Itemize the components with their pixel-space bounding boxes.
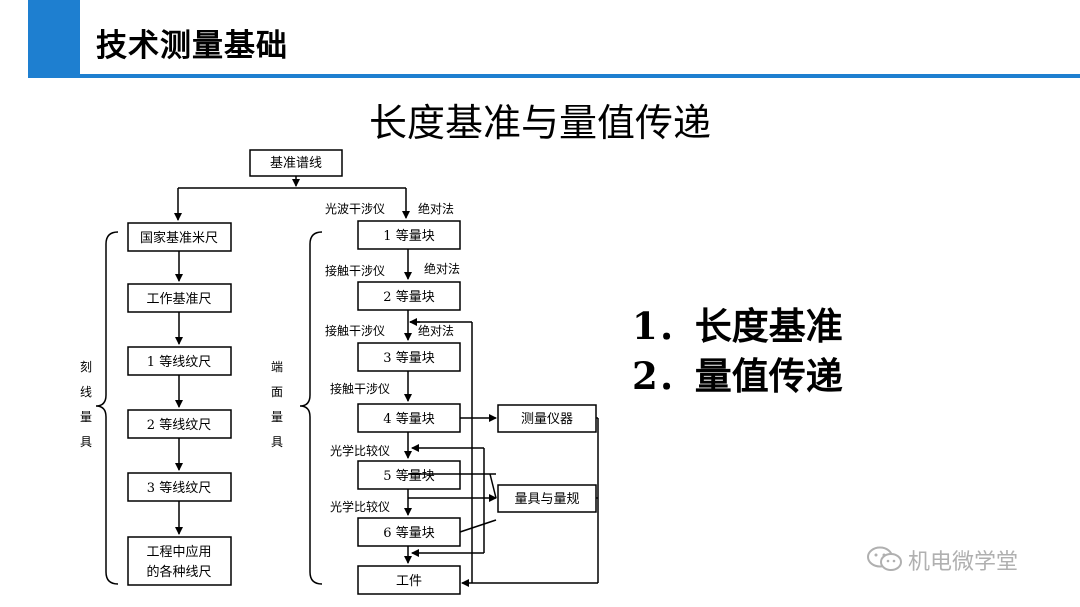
wechat-icon — [867, 546, 902, 571]
left-group-char-0: 刻 — [80, 360, 92, 374]
right-box-3-label: 4 等量块 — [383, 411, 434, 427]
label-7: 光学比较仪 — [330, 443, 390, 458]
label-5: 绝对法 — [418, 323, 454, 338]
left-box-3-label: 2 等线纹尺 — [147, 417, 211, 433]
watermark-text: 机电微学堂 — [908, 550, 1019, 575]
box-right-4 — [357, 460, 461, 490]
header-bar — [0, 0, 1080, 78]
right-group-char-2: 量 — [271, 410, 283, 424]
bullet-2: 2．量值传递 — [632, 346, 843, 400]
box-right-2 — [357, 342, 461, 372]
box-side-1 — [497, 484, 597, 513]
box-side-0 — [497, 404, 597, 433]
box-left-4 — [127, 472, 232, 502]
right-box-6-label: 工件 — [396, 574, 422, 589]
bullet-1: 1．长度基准 — [632, 296, 843, 350]
left-box-4-label: 3 等线纹尺 — [147, 480, 211, 496]
page-title: 技术测量基础 — [96, 28, 288, 64]
left-group-char-2: 量 — [80, 410, 92, 424]
left-box-1-label: 工作基准尺 — [146, 292, 211, 307]
header-underline — [28, 74, 1080, 78]
root-label: 基准谱线 — [270, 156, 322, 171]
box-left-3 — [127, 409, 232, 439]
bullet-2-text: 量值传递 — [694, 355, 843, 398]
box-right-6 — [357, 565, 461, 595]
bullet-1-text: 长度基准 — [694, 305, 843, 348]
right-box-0-label: 1 等量块 — [383, 228, 434, 244]
side-box-0-label: 测量仪器 — [521, 412, 573, 427]
box-left-5 — [127, 536, 232, 586]
left-group-char-3: 具 — [80, 435, 92, 449]
label-2: 接触干涉仪 — [325, 263, 385, 278]
left-box-0-label: 国家基准米尺 — [140, 230, 218, 246]
right-group-char-3: 具 — [271, 435, 283, 449]
box-right-0 — [357, 220, 461, 250]
left-group-char-1: 线 — [80, 385, 92, 399]
box-right-1 — [357, 281, 461, 311]
right-group-char-1: 面 — [271, 385, 283, 399]
label-4: 接触干涉仪 — [325, 323, 385, 338]
bullet-2-number: 2． — [632, 354, 695, 398]
side-box-1-label: 量具与量规 — [514, 492, 579, 507]
label-3: 绝对法 — [424, 261, 460, 276]
left-box-5-label: 工程中应用 — [146, 544, 211, 560]
label-6: 接触干涉仪 — [330, 381, 390, 396]
right-box-2-label: 3 等量块 — [383, 350, 434, 366]
box-left-1 — [127, 283, 232, 313]
right-group-char-0: 端 — [271, 360, 283, 374]
bullet-1-number: 1． — [632, 304, 695, 348]
left-box-2-label: 1 等线纹尺 — [147, 354, 211, 370]
label-0: 光波干涉仪 — [325, 202, 385, 216]
right-box-4-label: 5 等量块 — [383, 468, 434, 484]
right-box-5-label: 6 等量块 — [383, 525, 434, 541]
box-right-3 — [357, 403, 461, 433]
box-right-5 — [357, 517, 461, 547]
label-1: 绝对法 — [418, 201, 454, 216]
right-box-1-label: 2 等量块 — [383, 289, 434, 305]
watermark: 机电微学堂 — [908, 544, 1018, 576]
left-box-6-label: 的各种线尺 — [146, 564, 211, 580]
label-8: 光学比较仪 — [330, 499, 390, 514]
header-accent — [28, 0, 80, 78]
box-left-0 — [127, 222, 232, 252]
slide-subtitle: 长度基准与量值传递 — [368, 101, 711, 145]
